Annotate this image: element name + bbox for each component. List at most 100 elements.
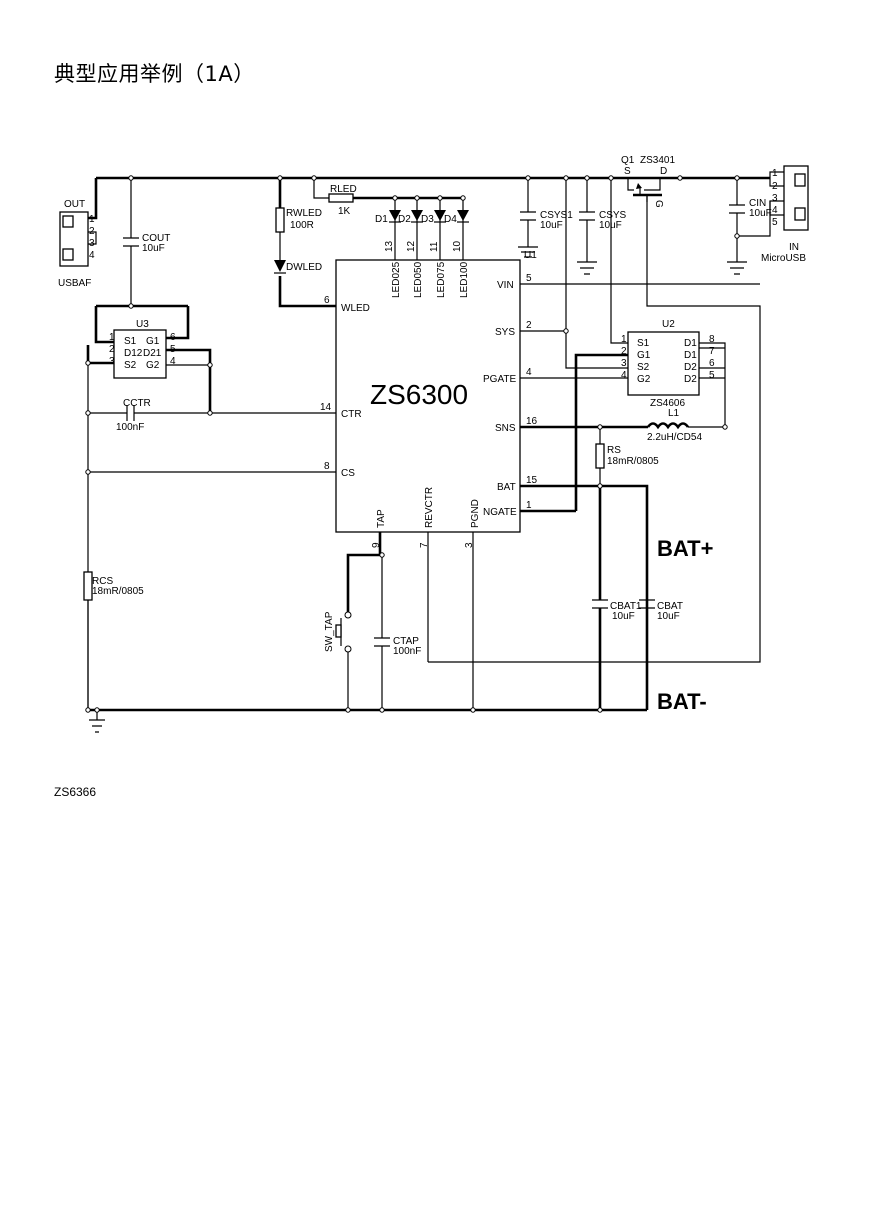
u1-pin-led075-num: 11 bbox=[429, 241, 440, 252]
out-connector-name: OUT bbox=[64, 199, 85, 210]
u2-pin2-label: G1 bbox=[637, 350, 651, 361]
u3-pin5-num: 5 bbox=[170, 344, 176, 355]
bat-minus-label: BAT- bbox=[657, 689, 707, 714]
u1-pin-sns-label: SNS bbox=[495, 423, 516, 434]
u1-pin-sys-num: 2 bbox=[526, 320, 532, 331]
cctr-ref: CCTR bbox=[123, 398, 151, 409]
u2-ref: U2 bbox=[662, 319, 675, 330]
cbat-value: 10uF bbox=[657, 611, 680, 622]
u2-pin5-label: D2 bbox=[684, 374, 697, 385]
out-pin-1: 1 bbox=[89, 214, 95, 225]
u1-pin-pgate-num: 4 bbox=[526, 367, 532, 378]
cctr-value: 100nF bbox=[116, 422, 144, 433]
u2-pin3-label: S2 bbox=[637, 362, 650, 373]
csys-value: 10uF bbox=[599, 220, 622, 231]
u2-pin4-num: 4 bbox=[621, 370, 627, 381]
page-title: 典型应用举例（1A） bbox=[54, 62, 255, 86]
l1-ref: L1 bbox=[668, 408, 680, 419]
out-pin-2: 2 bbox=[89, 226, 95, 237]
u1-pin-tap-num: 9 bbox=[371, 542, 382, 548]
u1-pin-pgate-label: PGATE bbox=[483, 374, 516, 385]
rs-value: 18mR/0805 bbox=[607, 456, 659, 467]
ctap-value: 100nF bbox=[393, 646, 421, 657]
u3-pin1-label: S1 bbox=[124, 336, 137, 347]
footnote-part-number: ZS6366 bbox=[54, 785, 97, 799]
u1-ref: U1 bbox=[524, 250, 537, 261]
u3-pin4-num: 4 bbox=[170, 356, 176, 367]
d2-ref: D2 bbox=[398, 214, 411, 225]
dwled-ref: DWLED bbox=[286, 262, 322, 273]
d1-ref: D1 bbox=[375, 214, 388, 225]
bat-plus-label: BAT+ bbox=[657, 536, 713, 561]
rs-ref: RS bbox=[607, 445, 621, 456]
u1-pin-led050-label: LED050 bbox=[413, 261, 424, 298]
u2-part-name: ZS4606 bbox=[650, 398, 685, 409]
u1-pin-led025-label: LED025 bbox=[391, 261, 402, 298]
u2-pin4-label: G2 bbox=[637, 374, 651, 385]
rcs-value: 18mR/0805 bbox=[92, 586, 144, 597]
u1-pin-led100-label: LED100 bbox=[459, 261, 470, 298]
u2-pin6-num: 6 bbox=[709, 358, 715, 369]
u1-pin-led075-label: LED075 bbox=[436, 261, 447, 298]
u2-pin1-label: S1 bbox=[637, 338, 650, 349]
u3-chip-body bbox=[113, 329, 167, 379]
u1-pin-cs-num: 8 bbox=[324, 461, 330, 472]
u3-pin6-label: G1 bbox=[146, 336, 160, 347]
u1-chip-body bbox=[335, 259, 521, 533]
in-pin-1: 1 bbox=[772, 168, 778, 179]
u1-pin-wled-label: WLED bbox=[341, 303, 370, 314]
component-symbols bbox=[59, 165, 809, 710]
u1-pin-led100-num: 10 bbox=[452, 240, 463, 252]
u1-pin-led025-num: 13 bbox=[384, 240, 395, 252]
u3-pin3-num: 3 bbox=[109, 356, 115, 367]
u3-pin1-num: 1 bbox=[109, 332, 115, 343]
d3-ref: D3 bbox=[421, 214, 434, 225]
u1-pin-ctr-label: CTR bbox=[341, 409, 362, 420]
u2-chip-body bbox=[627, 331, 700, 396]
u1-pin-vin-num: 5 bbox=[526, 273, 532, 284]
u2-pin7-label: D1 bbox=[684, 350, 697, 361]
u2-pin3-num: 3 bbox=[621, 358, 627, 369]
u1-pin-wled-num: 6 bbox=[324, 295, 330, 306]
rled-value: 1K bbox=[338, 206, 351, 217]
q1-ref: Q1 bbox=[621, 155, 635, 166]
l1-value: 2.2uH/CD54 bbox=[647, 432, 702, 443]
u1-pin-vin-label: VIN bbox=[497, 280, 514, 291]
out-pin-3: 3 bbox=[89, 238, 95, 249]
cin-value: 10uF bbox=[749, 208, 772, 219]
in-connector-name: IN bbox=[789, 242, 799, 253]
u3-pin2-num: 2 bbox=[109, 344, 115, 355]
d4-ref: D4 bbox=[444, 214, 457, 225]
in-pin-4: 4 bbox=[772, 205, 778, 216]
u3-pin2-label: D12 bbox=[124, 348, 143, 359]
in-connector-sub: MicroUSB bbox=[761, 253, 806, 264]
u3-pin6-num: 6 bbox=[170, 332, 176, 343]
u2-pin2-num: 2 bbox=[621, 346, 627, 357]
u1-pin-tap-label: TAP bbox=[376, 509, 387, 528]
csys1-ref: CSYS1 bbox=[540, 210, 573, 221]
rcs-ref: RCS bbox=[92, 576, 113, 587]
u1-pin-pgnd-num: 3 bbox=[464, 542, 475, 548]
in-pin-2: 2 bbox=[772, 181, 778, 192]
u2-pin8-num: 8 bbox=[709, 334, 715, 345]
u1-pin-sns-num: 16 bbox=[526, 416, 538, 427]
cin-ref: CIN bbox=[749, 198, 766, 209]
u1-part-name: ZS6300 bbox=[370, 379, 468, 410]
u2-pin1-num: 1 bbox=[621, 334, 627, 345]
u1-pin-led050-num: 12 bbox=[406, 240, 417, 252]
cout-value: 10uF bbox=[142, 243, 165, 254]
out-pin-4: 4 bbox=[89, 250, 95, 261]
cout-ref: COUT bbox=[142, 233, 170, 244]
u1-pin-cs-label: CS bbox=[341, 468, 355, 479]
cbat-ref: CBAT bbox=[657, 601, 683, 612]
u1-pin-bat-label: BAT bbox=[497, 482, 516, 493]
ground-symbols bbox=[89, 246, 747, 733]
sw-tap-ref: SW_TAP bbox=[324, 611, 335, 652]
u3-pin5-label: D21 bbox=[143, 348, 162, 359]
u2-pin5-num: 5 bbox=[709, 370, 715, 381]
u3-pin4-label: G2 bbox=[146, 360, 160, 371]
junction-dots bbox=[85, 175, 740, 713]
ctap-ref: CTAP bbox=[393, 636, 419, 647]
u1-pin-pgnd-label: PGND bbox=[470, 499, 481, 528]
